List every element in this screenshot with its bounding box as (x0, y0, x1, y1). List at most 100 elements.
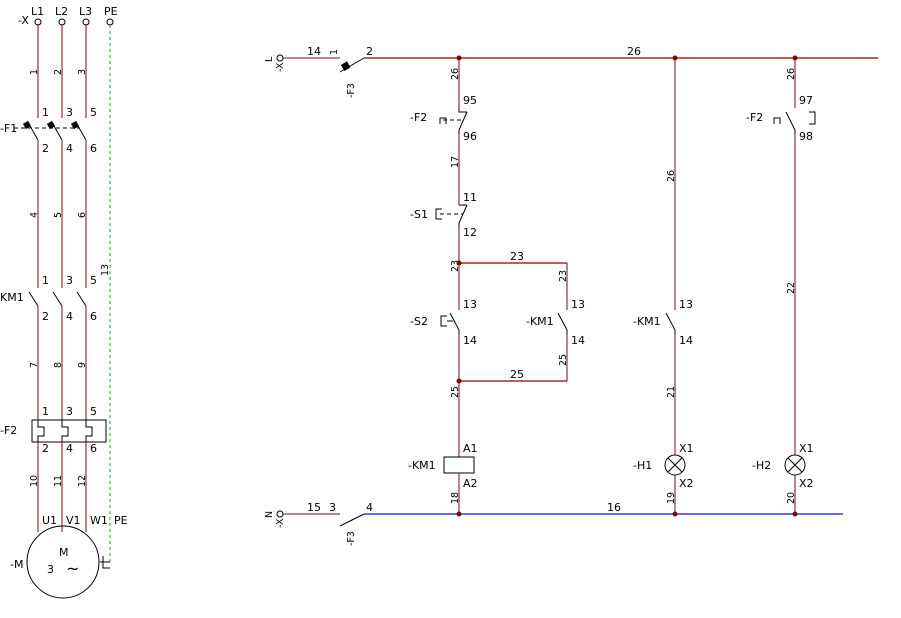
b2-lamp-ref: -H1 (633, 459, 652, 472)
control-fuse-f3-bottom[interactable]: 3 4 -F3 (329, 501, 373, 546)
fuse-top-trip-icon (340, 61, 351, 71)
motor-phases: 3 (47, 563, 54, 576)
b1-s2-pin-14: 14 (463, 334, 477, 347)
breaker-trip-2-icon (46, 120, 56, 130)
motor-terminal-u1: U1 (42, 514, 57, 527)
b1-km1-ref: -KM1 (526, 315, 554, 328)
b3-lamp-pin-x2: X2 (799, 477, 814, 490)
overload-relay-f2[interactable]: -F2 1 3 5 2 4 6 (0, 405, 107, 455)
wire-label-4: 4 (29, 212, 40, 218)
breaker-pin-5: 5 (90, 106, 97, 119)
b3-wire-label-22: 22 (786, 282, 797, 294)
b3-lamp-h2[interactable]: X1 X2 -H2 (752, 442, 814, 490)
b1-wire-label-18: 18 (450, 492, 461, 504)
phase-l3-label: L3 (79, 5, 92, 18)
phase-pe-label: PE (104, 5, 118, 18)
terminal-pe[interactable] (106, 18, 114, 26)
b2-km1-contact[interactable]: 13 14 -KM1 (633, 298, 693, 347)
control-fuse-f3-top[interactable]: 1 2 -F3 (329, 45, 373, 98)
overload-element-1-icon (37, 420, 45, 442)
motor-ac-symbol: ~ (66, 559, 79, 578)
branch-2: 26 13 14 -KM1 21 X1 X2 -H1 19 (633, 58, 694, 514)
overload-pin-6: 6 (90, 442, 97, 455)
b3-wire-label-20: 20 (786, 492, 797, 504)
b1-wire-label-25: 25 (450, 386, 461, 398)
fuse-top-pin-2: 2 (366, 45, 373, 58)
b1-wire-label-23: 23 (450, 260, 461, 272)
b2-km1-no-contact (665, 312, 676, 334)
wire-label-11: 11 (53, 475, 64, 487)
motor-icon (26, 525, 100, 599)
b3-lamp-ref: -H2 (752, 459, 771, 472)
branch-1: 26 95 96 -F2 17 11 12 -S1 (408, 58, 585, 514)
contactor-blades (28, 291, 87, 307)
b1-km1-hold-contact[interactable]: 13 14 -KM1 (526, 298, 585, 347)
b1-start-button-s2[interactable]: 13 14 -S2 (410, 298, 477, 347)
b1-coil-ref: -KM1 (408, 459, 436, 472)
b2-lamp-cross (667, 457, 683, 473)
wire-label-2: 2 (53, 69, 64, 75)
control-terminal-l[interactable] (276, 54, 284, 62)
b2-wire-label-26: 26 (666, 170, 677, 182)
overload-pin-2: 2 (42, 442, 49, 455)
contactor-pin-4: 4 (66, 310, 73, 323)
b2-lamp-h1[interactable]: X1 X2 -H1 (633, 442, 694, 490)
contactor-pin-2: 2 (42, 310, 49, 323)
breaker-f1[interactable]: -F1 1 3 5 2 4 6 (0, 106, 97, 155)
phase-l1-label: L1 (31, 5, 44, 18)
terminal-l2[interactable] (58, 18, 66, 26)
b1-s1-nc-contact (458, 204, 468, 228)
b1-f2-pin-96: 96 (463, 130, 477, 143)
overload-housing (31, 419, 107, 443)
neutral-bus-wire-label: 16 (607, 501, 621, 514)
b1-stop-button-s1[interactable]: 11 12 -S1 (410, 191, 477, 239)
motor-m[interactable]: -M M 3 ~ (10, 525, 110, 599)
breaker-pin-1: 1 (42, 106, 49, 119)
b2-lamp-pin-x1: X1 (679, 442, 694, 455)
b1-wire-label-17: 17 (450, 156, 461, 168)
terminal-ref-label: -X (18, 14, 29, 27)
wire-label-8: 8 (53, 362, 64, 368)
b3-wire-label-26: 26 (786, 68, 797, 80)
b1-coil-pin-a2: A2 (463, 477, 478, 490)
b1-s2-pin-13: 13 (463, 298, 477, 311)
b1-overload-contact[interactable]: 95 96 -F2 (410, 94, 477, 143)
b1-coil-pin-a1: A1 (463, 442, 478, 455)
b3-overload-contact[interactable]: 97 98 -F2 (746, 94, 816, 143)
branch-3: 26 97 98 -F2 22 X1 X2 -H2 20 (746, 58, 816, 514)
b2-km1-pin-13: 13 (679, 298, 693, 311)
power-circuit: -X L1 L2 L3 PE 1 2 3 13 -F1 1 3 5 (0, 5, 128, 599)
wire-label-7: 7 (29, 362, 40, 368)
overload-element-2-icon (61, 420, 69, 442)
breaker-trip-1-icon (22, 120, 32, 130)
control-bottom-terminal-ref: -X (275, 518, 286, 528)
overload-pin-1: 1 (42, 405, 49, 418)
b1-s1-ref: -S1 (410, 208, 428, 221)
b1-contactor-coil[interactable]: A1 A2 -KM1 (408, 442, 478, 490)
b2-lamp-pin-x2: X2 (679, 477, 694, 490)
b1-s1-pin-11: 11 (463, 191, 477, 204)
contactor-pin-1: 1 (42, 274, 49, 287)
wire-label-12: 12 (77, 475, 88, 487)
overload-pin-3: 3 (66, 405, 73, 418)
contactor-ref-label: KM1 (0, 291, 24, 304)
control-bottom-terminal-pin: N (264, 511, 275, 518)
fuse-top-ref: -F3 (346, 83, 357, 98)
terminal-l1[interactable] (34, 18, 42, 26)
overload-ref-label: -F2 (0, 424, 17, 437)
wire-label-10: 10 (29, 475, 40, 487)
b3-f2-pin-97: 97 (799, 94, 813, 107)
control-top-terminal-ref: -X (275, 62, 286, 72)
control-terminal-n[interactable] (276, 510, 284, 518)
b1-km1-pin-14: 14 (571, 334, 585, 347)
b3-lamp-cross (787, 457, 803, 473)
breaker-trip-3-icon (70, 120, 80, 130)
contactor-km1-power[interactable]: KM1 1 3 5 2 4 6 (0, 274, 97, 323)
phase-l2-label: L2 (55, 5, 68, 18)
b3-f2-ref: -F2 (746, 111, 763, 124)
b1-km1-no-contact (557, 312, 568, 334)
breaker-pin-6: 6 (90, 142, 97, 155)
terminal-l3[interactable] (82, 18, 90, 26)
top-bus-wire-label: 26 (627, 45, 641, 58)
breaker-ref-label: -F1 (0, 122, 17, 135)
